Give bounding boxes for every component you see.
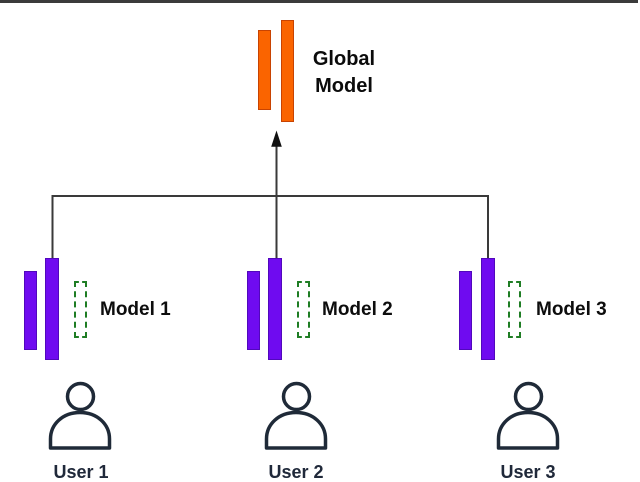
user1-label: User 1 — [53, 462, 109, 482]
global-model-label: Global Model — [312, 48, 376, 97]
model1-bar-tall — [45, 258, 59, 360]
model3-placeholder-dashed-bar — [508, 281, 521, 338]
aggregation-arrowhead-icon — [271, 130, 282, 147]
model2-bar-short — [247, 271, 260, 350]
model3-bar-short — [459, 271, 472, 350]
global-model-bar-tall — [281, 20, 294, 122]
global-model-bar-short — [258, 30, 271, 110]
user3-person-icon — [492, 377, 564, 453]
model3-bar-tall — [481, 258, 495, 360]
model2-label: Model 2 — [322, 299, 393, 320]
model2-placeholder-dashed-bar — [297, 281, 310, 338]
top-border-strip — [0, 0, 638, 3]
model2-bar-tall — [268, 258, 282, 360]
user3-label: User 3 — [500, 462, 556, 482]
connector-tree-line — [51, 145, 489, 259]
model3-label: Model 3 — [536, 299, 607, 320]
model1-label: Model 1 — [100, 299, 171, 320]
user2-person-icon — [260, 377, 332, 453]
user2-label: User 2 — [268, 462, 324, 482]
model1-bar-short — [24, 271, 37, 350]
model1-placeholder-dashed-bar — [74, 281, 87, 338]
user1-person-icon — [44, 377, 116, 453]
